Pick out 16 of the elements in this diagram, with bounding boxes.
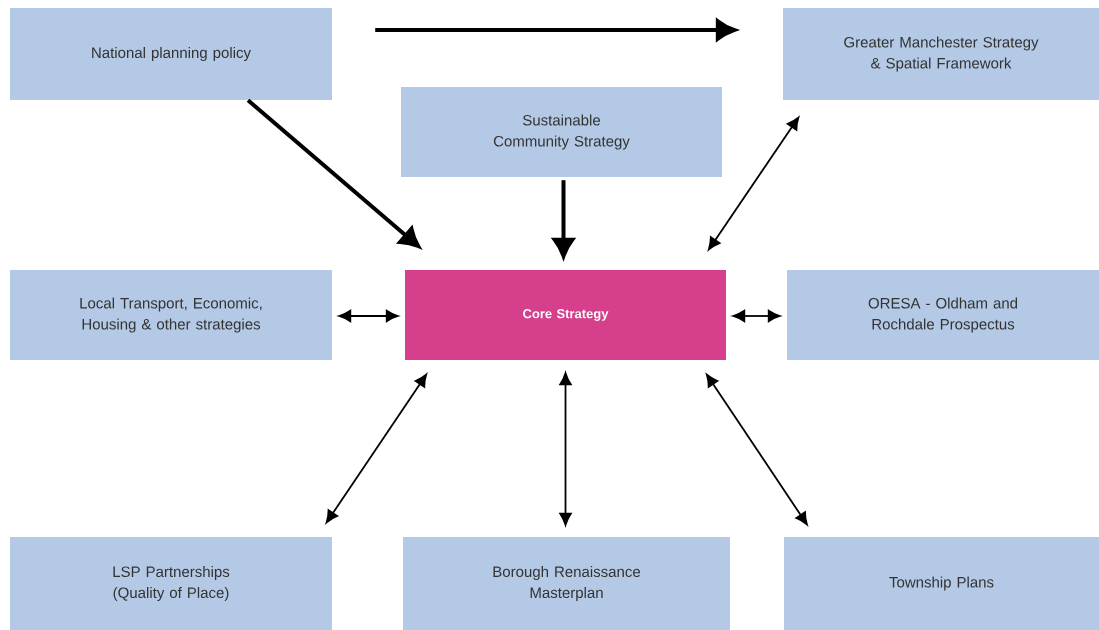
- arrow: [338, 309, 399, 323]
- core-strategy-box: Core Strategy: [405, 270, 726, 360]
- strategy-box: Local Transport, Economic, Housing & other strategies: [10, 270, 332, 360]
- strategy-box: Sustainable Community Strategy: [401, 87, 722, 177]
- strategy-box: Greater Manchester Strategy & Spatial Framework: [783, 8, 1099, 100]
- arrow: [246, 98, 421, 248]
- strategy-box: LSP Partnerships (Quality of Place): [10, 537, 332, 630]
- strategy-box: Borough Renaissance Masterplan: [403, 537, 730, 630]
- arrow: [732, 309, 781, 323]
- arrow: [559, 372, 572, 526]
- strategy-box: National planning policy: [10, 8, 332, 100]
- arrow: [706, 373, 808, 526]
- strategy-box: ORESA - Oldham and Rochdale Prospectus: [787, 270, 1099, 360]
- arrow: [708, 116, 800, 251]
- arrow: [325, 373, 427, 524]
- strategy-box: Township Plans: [784, 537, 1099, 630]
